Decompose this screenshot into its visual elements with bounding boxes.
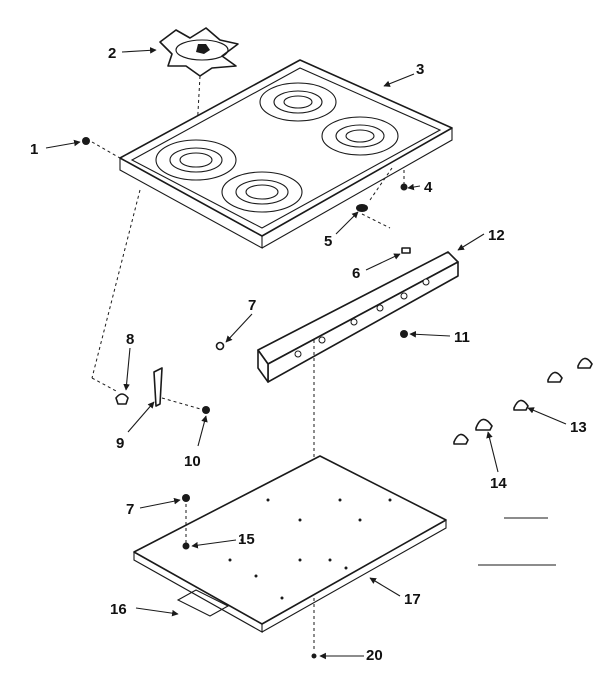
- burner-openings: [155, 82, 399, 213]
- callout-16: 16: [110, 601, 127, 618]
- callout-9: 9: [116, 435, 124, 452]
- callout-6: 6: [352, 265, 360, 282]
- callout-7-upper: 7: [248, 297, 256, 314]
- knob-13-set: [513, 357, 593, 411]
- manifold-rail-part: [257, 251, 459, 383]
- pan-holes: [228, 498, 392, 600]
- callout-17: 17: [404, 591, 421, 608]
- knob-14-set: [453, 418, 493, 445]
- callout-20: 20: [366, 647, 383, 664]
- cooktop-part: [119, 59, 453, 249]
- callout-12: 12: [488, 227, 505, 244]
- burner-grate-part: [159, 27, 239, 149]
- bottom-pan-part: [133, 455, 447, 633]
- screw-20: [311, 653, 317, 659]
- screw-4: [400, 170, 408, 191]
- callout-4: 4: [424, 179, 433, 196]
- callout-13: 13: [570, 419, 587, 436]
- clip-6: [401, 247, 411, 254]
- callout-8: 8: [126, 331, 134, 348]
- callout-10: 10: [184, 453, 201, 470]
- nut-11: [400, 330, 408, 338]
- hinge-bracket-8: [115, 393, 129, 405]
- callout-15: 15: [238, 531, 255, 548]
- leader-lines: [45, 47, 567, 660]
- callout-3: 3: [416, 61, 424, 78]
- grommet-15: [182, 542, 190, 550]
- screw-1: [82, 137, 121, 159]
- grommet-5: [356, 167, 393, 229]
- screw-7-lower: [182, 494, 190, 544]
- screw-7-upper: [215, 341, 225, 351]
- callout-14: 14: [490, 475, 507, 492]
- hinge-pin-9: [153, 367, 205, 411]
- callout-7-lower: 7: [126, 501, 134, 518]
- screw-10: [202, 406, 210, 414]
- callout-5: 5: [324, 233, 332, 250]
- callout-11: 11: [454, 329, 470, 346]
- callout-1: 1: [30, 141, 38, 158]
- callout-2: 2: [108, 45, 116, 62]
